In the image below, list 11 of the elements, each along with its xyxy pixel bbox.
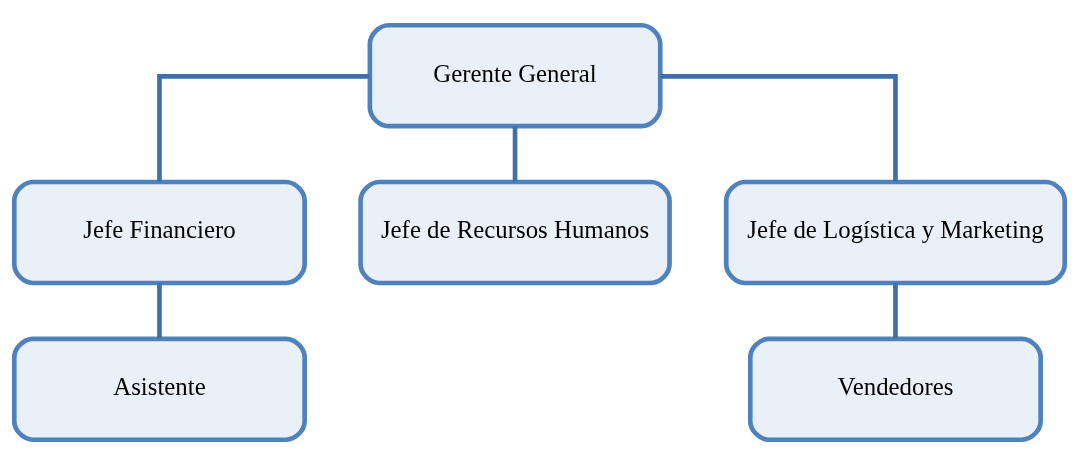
connector bbox=[893, 282, 898, 338]
node-box: Asistente bbox=[11, 336, 307, 442]
node-box: Jefe de Logística y Marketing bbox=[723, 179, 1068, 285]
connector bbox=[512, 125, 518, 182]
connector bbox=[157, 282, 162, 338]
connector bbox=[660, 73, 898, 182]
node-box: Gerente General bbox=[367, 22, 663, 128]
node-box: Vendedores bbox=[747, 336, 1043, 442]
connector bbox=[157, 73, 370, 182]
node-box: Jefe Financiero bbox=[11, 179, 307, 285]
node-box: Jefe de Recursos Humanos bbox=[358, 179, 672, 285]
